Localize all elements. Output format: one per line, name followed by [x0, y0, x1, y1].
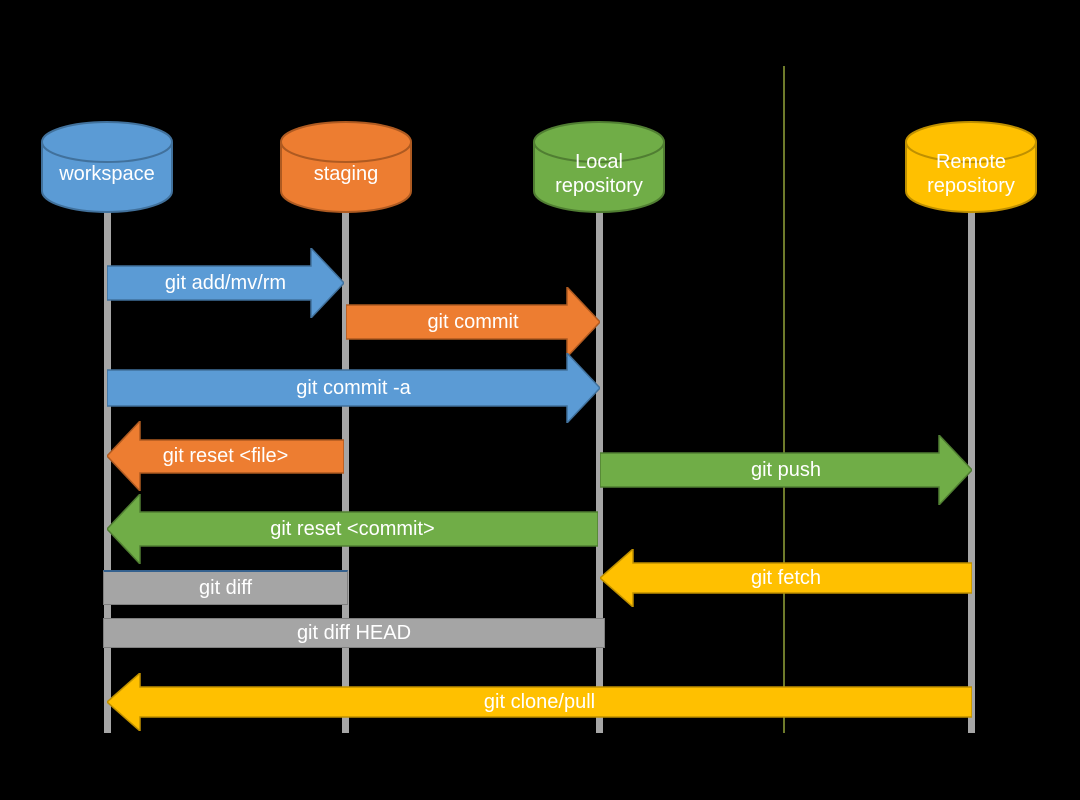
database-icon — [533, 121, 665, 213]
left-arrow-icon — [107, 421, 344, 491]
arrow-label: git push — [750, 458, 822, 481]
left-arrow-icon — [107, 673, 972, 731]
database-icon — [280, 121, 412, 213]
arrow-git-reset-commit: git reset <commit> — [107, 494, 598, 564]
arrow-label: git fetch — [750, 566, 822, 589]
staging-label: staging — [313, 163, 379, 185]
right-arrow-icon — [346, 287, 600, 357]
arrow-git-push: git push — [600, 435, 972, 505]
workspace-label: workspace — [59, 163, 155, 185]
local-repository-label: Local repository — [555, 151, 643, 197]
database-icon — [41, 121, 173, 213]
arrow-git-clone-pull: git clone/pull — [107, 673, 972, 731]
arrow-git-reset-file: git reset <file> — [107, 421, 344, 491]
arrow-label: git clone/pull — [483, 690, 596, 713]
local-repository-cylinder: Local repository — [533, 121, 665, 213]
bar-label: git diff — [199, 576, 252, 599]
staging-lifeline — [342, 208, 349, 733]
workspace-cylinder: workspace — [41, 121, 173, 213]
bar-git-diff-head: git diff HEAD — [103, 618, 605, 648]
arrow-label: git reset <commit> — [270, 517, 435, 540]
left-arrow-icon — [107, 494, 598, 564]
remote-repository-cylinder: Remote repository — [905, 121, 1037, 213]
arrow-label: git reset <file> — [162, 444, 289, 467]
arrow-label: git commit -a — [296, 376, 411, 399]
workspace-lifeline — [104, 208, 111, 733]
divider-line — [783, 66, 785, 733]
database-icon — [905, 121, 1037, 213]
right-arrow-icon — [107, 353, 600, 423]
arrow-git-fetch: git fetch — [600, 549, 972, 607]
remote-repository-label: Remote repository — [927, 151, 1015, 197]
arrow-git-add-mv-rm: git add/mv/rm — [107, 248, 344, 318]
arrow-label: git commit — [427, 310, 519, 333]
arrow-git-commit: git commit — [346, 287, 600, 357]
staging-cylinder: staging — [280, 121, 412, 213]
left-arrow-icon — [600, 549, 972, 607]
arrow-label: git add/mv/rm — [164, 271, 287, 294]
right-arrow-icon — [600, 435, 972, 505]
arrow-git-commit-a: git commit -a — [107, 353, 600, 423]
right-arrow-icon — [107, 248, 344, 318]
bar-git-diff: git diff — [103, 570, 348, 605]
bar-label: git diff HEAD — [296, 621, 412, 644]
